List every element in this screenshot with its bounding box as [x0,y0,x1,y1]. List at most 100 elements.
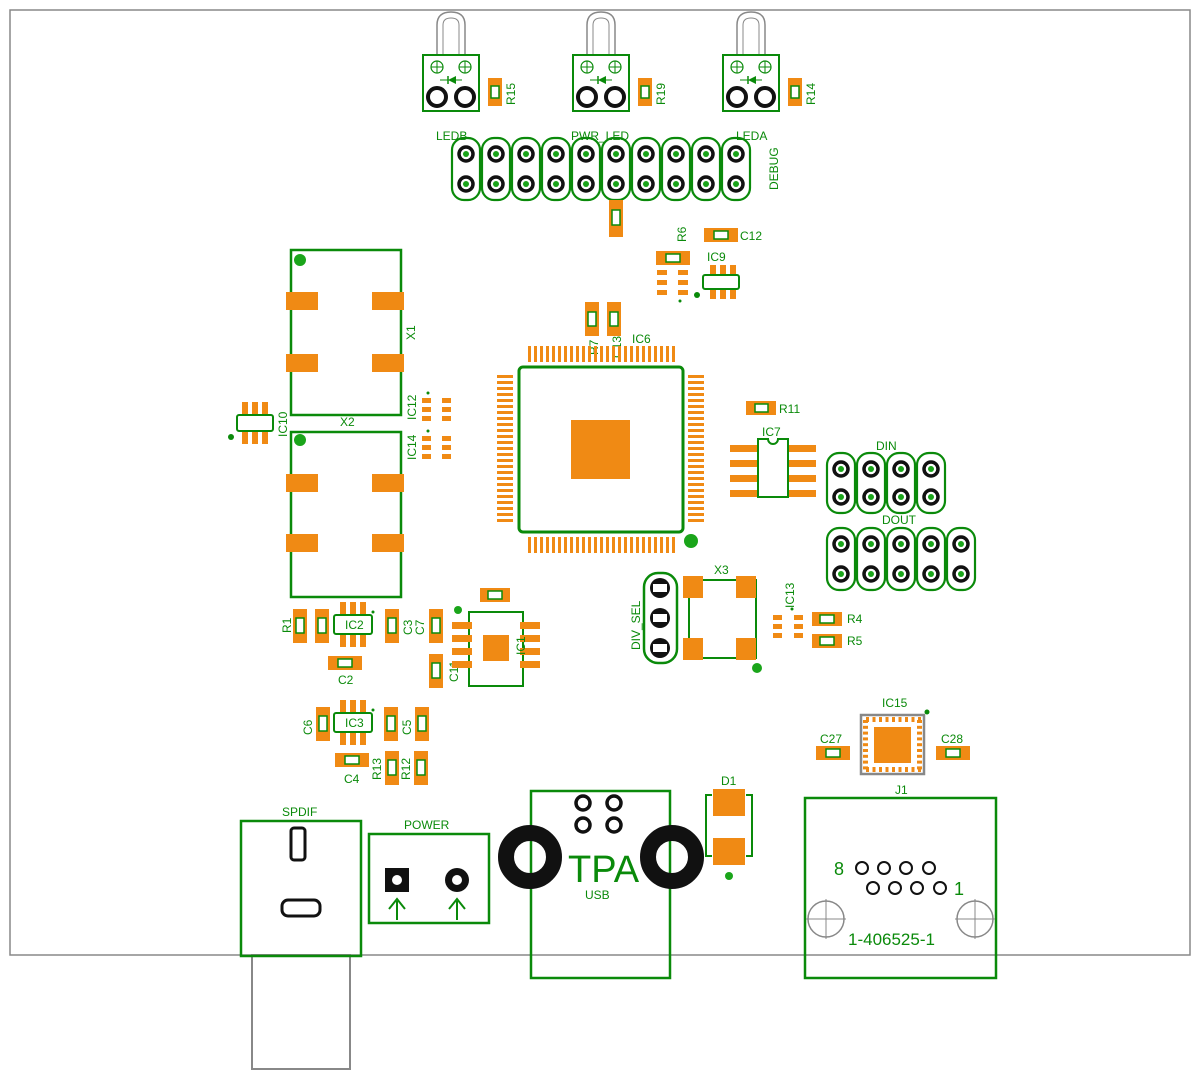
label-dout: DOUT [882,513,917,527]
header-pin [547,175,565,193]
header-pin-column [885,451,917,515]
crystal-x3 [683,576,762,673]
header-pin [697,175,715,193]
header-pin-column [915,526,947,592]
qfp-pin-right [688,393,704,396]
qfn-pad-right [917,725,922,729]
header-pin [577,145,595,163]
qfp-pin-top [564,346,567,362]
qfn-pad-left [863,743,868,747]
qfn-pad-top [872,717,876,722]
qfp-pin-left [497,411,513,414]
qfn-pad-left [863,720,868,723]
qfp-pin-top [624,346,627,362]
qfn-pad-bottom [918,767,921,772]
label-c27: C27 [820,732,842,746]
header-pin [667,175,685,193]
header-pin [832,460,850,478]
label-c7: C7 [413,619,427,635]
chip-ic12 [422,391,451,421]
label-r12: R12 [399,758,413,780]
qfp-pin-top [648,346,651,362]
header-pin-column [855,451,887,515]
label-r1: R1 [280,617,294,633]
label-ic7: IC7 [762,425,781,439]
header-pin-via [463,151,469,157]
header-pin [832,535,850,553]
header-pin-via [838,494,844,500]
diode-d1 [705,789,753,880]
qfp-pin-left [497,387,513,390]
header-pin [922,535,940,553]
header-pin [457,175,475,193]
qfp-pin-right [688,495,704,498]
header-pin-via [493,151,499,157]
header-pin [862,488,880,506]
qfp-pin-left [497,507,513,510]
qfp-pin-bottom [528,537,531,553]
label-c28: C28 [941,732,963,746]
header-pin-via [553,151,559,157]
header-pin-column [825,451,857,515]
qfn-pad-bottom [866,767,869,772]
header-pin-via [958,541,964,547]
header-pin-via [838,571,844,577]
header-pin [697,145,715,163]
chip-ic3 [333,700,375,745]
header-pin-via [583,181,589,187]
label-j1: J1 [895,783,908,797]
qfp-pin-left [497,501,513,504]
dout-header [825,526,977,592]
qfn-pad-top [911,717,915,722]
header-pin-via [928,494,934,500]
qfp-pin-left [497,423,513,426]
header-pin-via [928,541,934,547]
qfp-pin-right [688,459,704,462]
header-pin-via [838,541,844,547]
qfp-pin-left [497,417,513,420]
header-pin [892,488,910,506]
qfp-pin-top [576,346,579,362]
led-connector-ledb [422,11,502,112]
label-r6: R6 [675,226,689,242]
header-pin [547,145,565,163]
qfn-pad-bottom [898,767,902,772]
header-pin [607,145,625,163]
qfp-pin-top [630,346,633,362]
qfp-pin-bottom [618,537,621,553]
header-pin [952,535,970,553]
header-pin-via [958,571,964,577]
label-din: DIN [876,439,897,453]
qfp-pin-left [497,375,513,378]
label-power: POWER [404,818,450,832]
header-pin [607,175,625,193]
header-pin-via [613,151,619,157]
header-pin [487,145,505,163]
header-pin-column [450,136,482,202]
label-ic6: IC6 [632,332,651,346]
qfn-pad-top [879,717,882,722]
label-pwr-led: PWR_LED [571,129,629,143]
qfp-pin-right [688,465,704,468]
label-spdif: SPDIF [282,805,317,819]
qfp-pin-top [600,346,603,362]
qfn-pad-bottom [872,767,876,772]
label-debug: DEBUG [767,147,781,190]
label-x1: X1 [404,325,418,340]
header-pin [832,565,850,583]
qfp-pin-bottom [582,537,585,553]
header-pin [862,460,880,478]
qfp-pin-right [688,375,704,378]
label-c6: C6 [301,719,315,735]
chip-ic6-qfp [497,346,704,553]
header-pin-via [733,181,739,187]
crystal-x2 [286,430,404,599]
qfp-pin-bottom [642,537,645,553]
qfp-pin-top [636,346,639,362]
label-c12: C12 [740,229,762,243]
label-ic9: IC9 [707,250,726,264]
chip-ic1 [452,606,540,687]
qfp-pin-bottom [558,537,561,553]
crystal-x1 [286,248,404,417]
qfp-pin-right [688,381,704,384]
